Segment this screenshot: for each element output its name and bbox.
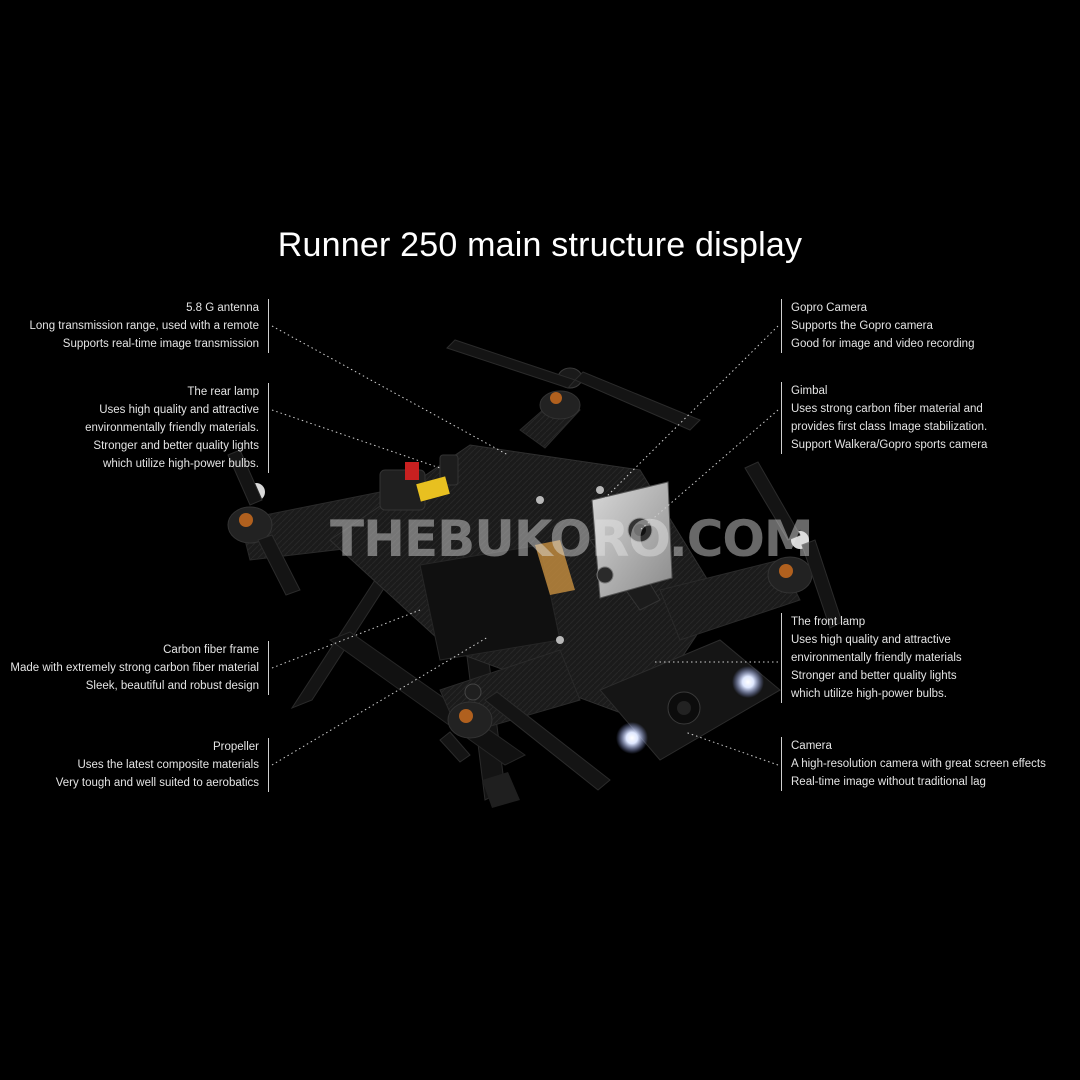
callout-heading: Propeller xyxy=(212,741,259,753)
page-title: Runner 250 main structure display xyxy=(277,226,803,264)
callout-heading: 5.8 G antenna xyxy=(186,302,259,314)
propeller-blade xyxy=(227,449,263,506)
callout-line: Made with extremely strong carbon fiber … xyxy=(10,662,259,674)
callout-line: Sleek, beautiful and robust design xyxy=(85,680,259,692)
propeller-blade xyxy=(484,691,611,791)
callout-line: Very tough and well suited to aerobatics xyxy=(55,777,259,789)
callout-propeller: Propeller Uses the latest composite mate… xyxy=(56,738,269,792)
callout-line: which utilize high-power bulbs. xyxy=(791,688,947,700)
callout-line: environmentally friendly materials. xyxy=(85,422,259,434)
callout-line: Supports real-time image transmission xyxy=(62,338,259,350)
callout-heading: The rear lamp xyxy=(187,386,259,398)
callout-heading: Gopro Camera xyxy=(791,302,868,314)
propeller-blade xyxy=(257,534,301,596)
left-arm xyxy=(227,449,421,596)
watermark: THEBUKORO.COM xyxy=(330,510,814,568)
callout-heading: Carbon fiber frame xyxy=(163,644,259,656)
front-nose xyxy=(599,639,781,761)
propeller-blade xyxy=(446,339,576,389)
callout-heading: Gimbal xyxy=(791,385,828,397)
rear-arm xyxy=(446,339,701,449)
callout-frame: Carbon fiber frame Made with extremely s… xyxy=(10,641,269,695)
callout-line: A high-resolution camera with great scre… xyxy=(791,758,1046,770)
front-lamp-right xyxy=(732,666,764,698)
callout-line: Support Walkera/Gopro sports camera xyxy=(791,439,988,451)
callout-line: provides first class Image stabilization… xyxy=(791,421,988,433)
callout-line: Uses strong carbon fiber material and xyxy=(791,403,983,415)
callout-line: environmentally friendly materials xyxy=(791,652,962,664)
callout-line: Stronger and better quality lights xyxy=(791,670,957,682)
callout-antenna: 5.8 G antenna Long transmission range, u… xyxy=(30,299,269,353)
propeller-blade xyxy=(801,539,843,629)
callout-camera: Camera A high-resolution camera with gre… xyxy=(781,737,1046,791)
callout-line: Uses high quality and attractive xyxy=(791,634,951,646)
callout-line: Uses high quality and attractive xyxy=(99,404,259,416)
callout-gopro: Gopro Camera Supports the Gopro camera G… xyxy=(781,299,974,353)
callout-line: Long transmission range, used with a rem… xyxy=(29,320,259,332)
callout-line: Uses the latest composite materials xyxy=(77,759,259,771)
callout-line: which utilize high-power bulbs. xyxy=(103,458,259,470)
callout-line: Good for image and video recording xyxy=(791,338,975,350)
front-lamp-left xyxy=(616,722,648,754)
callout-front-lamp: The front lamp Uses high quality and att… xyxy=(781,613,962,703)
callout-line: Stronger and better quality lights xyxy=(93,440,259,452)
callout-gimbal: Gimbal Uses strong carbon fiber material… xyxy=(781,382,987,454)
callout-heading: Camera xyxy=(791,740,832,752)
callout-line: Real-time image without traditional lag xyxy=(791,776,986,788)
callout-rear-lamp: The rear lamp Uses high quality and attr… xyxy=(85,383,269,473)
propeller-blade xyxy=(574,371,701,431)
callout-heading: The front lamp xyxy=(791,616,866,628)
callout-line: Supports the Gopro camera xyxy=(791,320,933,332)
